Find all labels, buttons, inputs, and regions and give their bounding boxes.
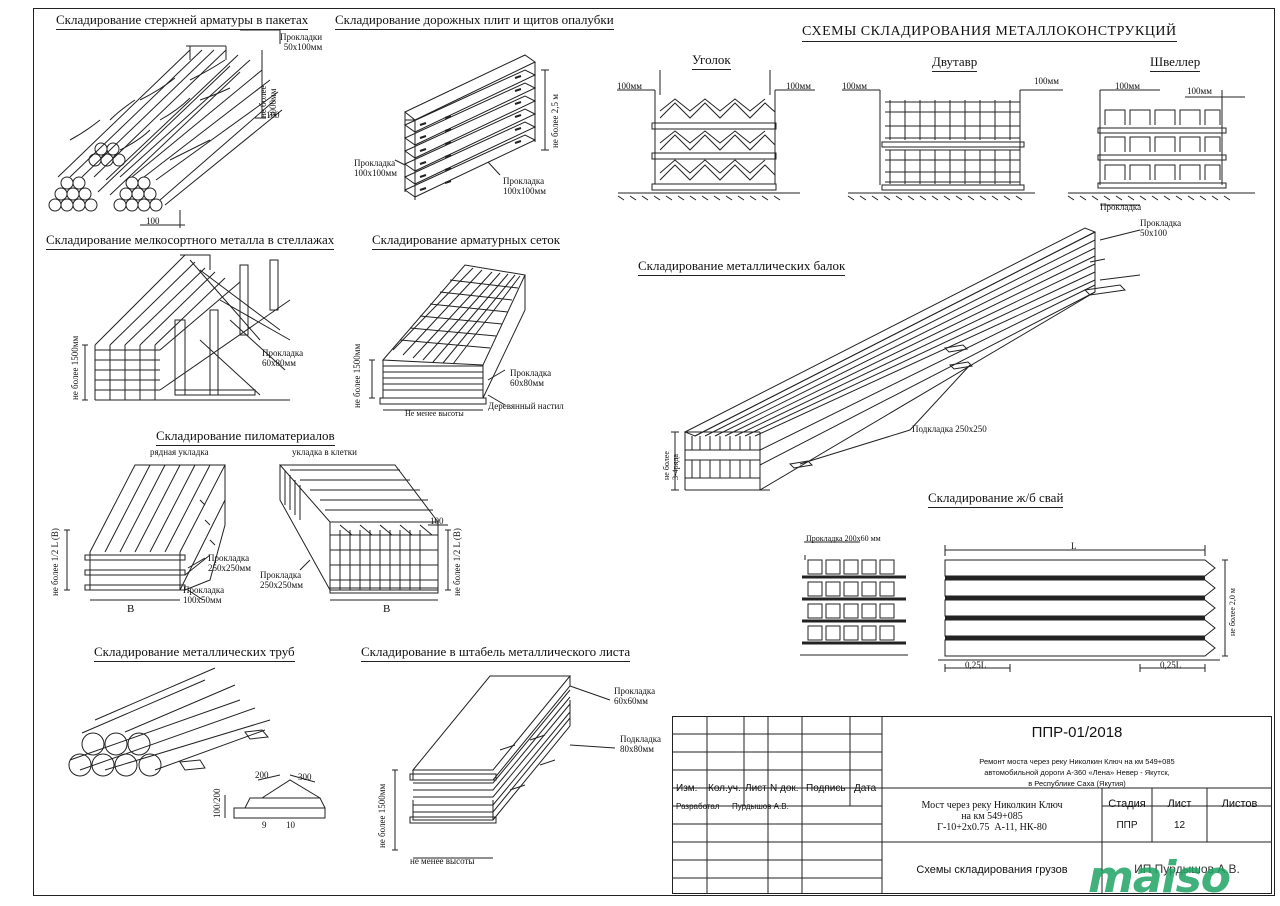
caption-pipes: Складирование металлических труб <box>94 644 295 662</box>
label-angle-dim-left: 100мм <box>617 81 642 91</box>
label-lumber-cage-height: не более 1/2 L (В) <box>452 528 462 596</box>
label-sheet-spacer: Прокладка 60x60мм <box>614 686 656 706</box>
label-lumber-cage-width: В <box>383 603 391 615</box>
stamp-code: ППР-01/2018 <box>1031 724 1123 741</box>
label-piles-height: не более 2,0 м <box>1228 588 1237 636</box>
label-piles-spacer: Прокладка 200x60 мм <box>806 534 881 543</box>
label-mesh-height: не более 1500мм <box>352 343 362 408</box>
caption-road-slabs: Складирование дорожных плит и щитов опал… <box>335 12 614 30</box>
label-pipes-dim-200: 200 <box>255 770 269 780</box>
label-rebar-dim-100b: 100 <box>146 216 160 226</box>
road-slabs-drawing <box>394 54 549 200</box>
caption-metal-schemes: СХЕМЫ СКЛАДИРОВАНИЯ МЕТАЛЛОКОНСТРУКЦИЙ <box>802 24 1177 42</box>
caption-small-metal: Складирование мелкосортного металла в ст… <box>46 232 335 250</box>
small-metal-racks-drawing <box>82 254 291 401</box>
label-lumber-row-width: В <box>127 603 135 615</box>
lumber-row-drawing <box>64 464 226 601</box>
stamp-col-rev: Изм. <box>676 783 698 794</box>
stamp-stage: ППР <box>1116 820 1138 831</box>
angle-stack-drawing <box>617 70 815 201</box>
label-cage-laying: укладка в клетки <box>292 447 357 457</box>
label-lumber-cage-dim-100: 100 <box>430 516 444 526</box>
label-small-metal-height: не более 1500мм <box>70 335 80 400</box>
label-pipes-dim-10: 10 <box>286 820 295 830</box>
label-ibeam-dim-right: 100мм <box>1034 76 1059 86</box>
label-beams-height: не более 3-4ряда <box>662 451 680 480</box>
stamp-sheet-label: Лист <box>1167 798 1192 810</box>
label-lumber-row-height: не более 1/2 L (В) <box>50 528 60 596</box>
label-mesh-min-height: Не менее высоты <box>405 409 464 418</box>
stamp-col-date: Дата <box>854 783 877 794</box>
caption-angle: Уголок <box>692 52 731 70</box>
stamp-col-sheet: Лист <box>745 783 767 794</box>
stamp-col-qty: Кол.уч. <box>708 783 741 794</box>
caption-beams: Складирование металлических балок <box>638 258 846 276</box>
label-beams-spacer: Прокладка 50x100 <box>1140 218 1182 238</box>
label-channel-dim-left: 100мм <box>1115 81 1140 91</box>
label-slabs-spacer-right: Прокладка 100x100мм <box>503 176 546 196</box>
title-block: ППР-01/2018 Ремонт моста через реку Нико… <box>672 716 1272 894</box>
watermark-logo: maiso <box>1088 852 1231 903</box>
stamp-sheet-number: 12 <box>1173 820 1186 831</box>
drawing-sheet-frame <box>33 8 1275 896</box>
label-mesh-spacer: Прокладка 60x80мм <box>510 368 552 388</box>
caption-lumber: Складирование пиломатериалов <box>156 428 335 446</box>
caption-ibeam: Двутавр <box>932 54 978 72</box>
channel-stack-drawing <box>1067 89 1255 206</box>
title-block-grid <box>672 716 1272 894</box>
stamp-stage-label: Стадия <box>1108 798 1146 810</box>
label-slabs-height: не более 2,5 м <box>550 94 560 148</box>
label-pipes-dim-300: 300 <box>298 772 312 782</box>
stamp-col-sign: Подпись <box>806 783 846 794</box>
label-lumber-row-spacer-b: Прокладка 100x50мм <box>183 585 225 605</box>
stamp-object: Мост через реку Николкин Ключ на км 549+… <box>921 800 1063 833</box>
metal-sheet-stack-drawing <box>392 675 616 859</box>
label-beams-support: Подкладка 250x250 <box>912 424 987 434</box>
caption-rebar: Складирование стержней арматуры в пакета… <box>56 12 309 30</box>
ibeam-stack-drawing <box>842 89 1063 201</box>
label-channel-dim-right: 100мм <box>1187 86 1212 96</box>
label-lumber-row-spacer-a: Прокладка 250x250мм <box>208 553 251 573</box>
stamp-title: Схемы складирования грузов <box>916 864 1068 876</box>
caption-sheet-stack: Складирование в штабель металлического л… <box>361 644 631 662</box>
rc-piles-drawing <box>800 541 1228 672</box>
label-piles-quarter-right: 0,25L <box>1160 660 1182 670</box>
label-pipes-dim-9: 9 <box>262 820 267 830</box>
label-row-laying: рядная укладка <box>150 447 209 457</box>
label-rebar-spacers: Прокладки 50x100мм <box>280 32 323 52</box>
caption-piles: Складирование ж/б свай <box>928 490 1064 508</box>
label-sheet-height: не более 1500мм <box>377 783 387 848</box>
label-angle-dim-right: 100мм <box>786 81 811 91</box>
rebar-bundles-drawing <box>48 29 283 228</box>
label-slabs-spacer-left: Прокладка 100x100мм <box>354 158 397 178</box>
label-mesh-deck: Деревянный настил <box>488 401 564 411</box>
caption-channel: Швеллер <box>1150 54 1201 72</box>
label-ibeam-dim-left: 100мм <box>842 81 867 91</box>
stamp-sheets-label: Листов <box>1221 798 1258 810</box>
label-piles-quarter-left: 0,25L <box>965 660 987 670</box>
lumber-cage-drawing <box>278 464 451 601</box>
stamp-col-doc: N док. <box>770 783 799 794</box>
label-sheet-min-height: не менее высоты <box>410 856 475 866</box>
label-lumber-cage-spacer: Прокладка 250x250мм <box>260 570 303 590</box>
label-sheet-support: Подкладка 80x80мм <box>620 734 661 754</box>
rebar-mesh-drawing <box>369 264 526 411</box>
metal-pipes-drawing <box>68 667 326 819</box>
metal-beams-drawing <box>671 227 1141 491</box>
label-rebar-dim-100a: 100 <box>266 110 280 120</box>
label-piles-length: L <box>1071 541 1077 551</box>
stamp-developed-label: Разработал <box>676 802 720 811</box>
label-channel-spacer: Прокладка <box>1100 202 1142 212</box>
label-small-metal-spacer: Прокладка 60x80мм <box>262 348 304 368</box>
stamp-org: ИП Пурдышов А.В. <box>1134 862 1240 876</box>
caption-mesh: Складирование арматурных сеток <box>372 232 561 250</box>
label-pipes-dim-100-200: 100/200 <box>212 788 222 818</box>
stamp-developer: Пурдышов А.В. <box>732 802 789 811</box>
stamp-project: Ремонт моста через реку Николкин Ключ на… <box>979 757 1175 788</box>
